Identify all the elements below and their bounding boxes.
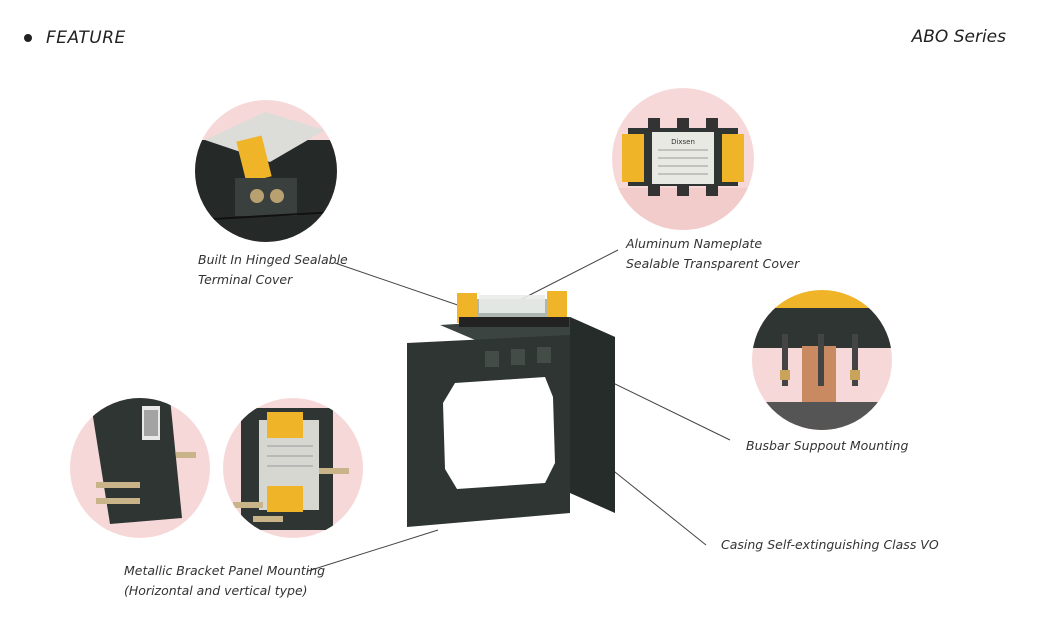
leader-line-casing <box>599 459 707 546</box>
current-transformer-product <box>395 285 620 535</box>
callout-nameplate-line1: Aluminum Nameplate <box>626 236 763 251</box>
leader-line-nameplate <box>519 249 619 301</box>
leader-line-terminal-cover <box>334 262 479 313</box>
feature-label: FEATURE <box>46 28 126 48</box>
callout-bracket-line2: (Horizontal and vertical type) <box>124 583 308 598</box>
bullet-icon <box>24 34 32 42</box>
nameplate-closeup: Dixsen <box>612 88 754 230</box>
callout-casing: Casing Self-extinguishing Class VO <box>721 535 939 555</box>
callout-nameplate: Aluminum Nameplate Sealable Transparent … <box>626 234 799 274</box>
busbar-closeup <box>752 290 892 430</box>
callout-busbar-line1: Busbar Suppout Mounting <box>746 438 909 453</box>
bracket-horizontal-closeup <box>223 398 363 538</box>
callout-terminal-cover: Built In Hinged Sealable Terminal Cover <box>198 250 348 290</box>
callout-bracket: Metallic Bracket Panel Mounting (Horizon… <box>124 561 325 601</box>
leader-line-bracket <box>307 529 439 572</box>
feature-heading: FEATURE <box>24 28 126 48</box>
bracket-vertical-closeup <box>70 398 210 538</box>
nameplate-brand: Dixsen <box>671 138 695 146</box>
callout-terminal-cover-line1: Built In Hinged Sealable <box>198 252 348 267</box>
terminal-cover-closeup <box>195 100 337 242</box>
callout-nameplate-line2: Sealable Transparent Cover <box>626 256 800 271</box>
callout-bracket-line1: Metallic Bracket Panel Mounting <box>124 563 326 578</box>
callout-busbar: Busbar Suppout Mounting <box>746 436 908 456</box>
series-label: ABO Series <box>911 27 1006 47</box>
callout-casing-line1: Casing Self-extinguishing Class VO <box>721 537 939 552</box>
callout-terminal-cover-line2: Terminal Cover <box>198 272 293 287</box>
